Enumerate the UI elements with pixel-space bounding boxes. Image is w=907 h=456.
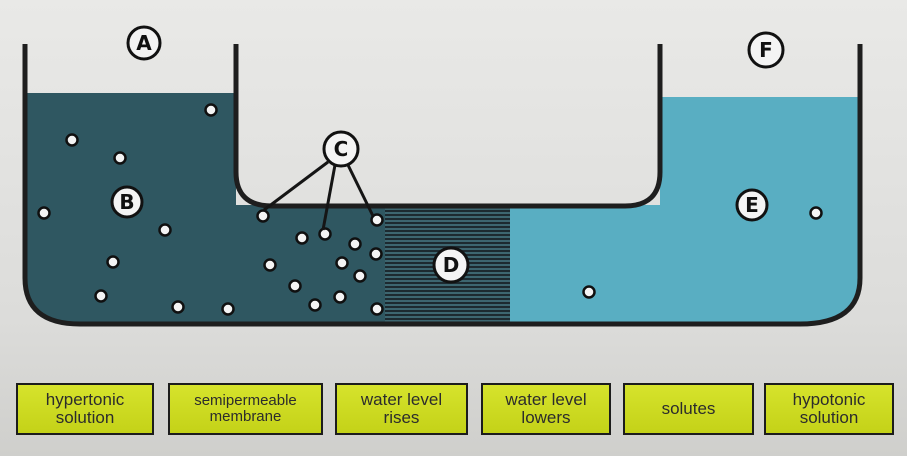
solute-particle — [158, 223, 172, 237]
solute-particle — [348, 237, 362, 251]
solute-particle — [256, 209, 270, 223]
solute-particle — [221, 302, 235, 316]
solute-particle — [263, 258, 277, 272]
chip-hypotonic-solution[interactable]: hypotonic solution — [764, 383, 894, 435]
label-a-text: A — [136, 31, 152, 55]
solute-particle — [318, 227, 332, 241]
solute-particle — [171, 300, 185, 314]
solute-particles — [37, 103, 823, 316]
label-b: B — [110, 185, 144, 219]
solute-particle — [37, 206, 51, 220]
label-c-text: C — [334, 137, 349, 161]
label-d: D — [432, 246, 470, 284]
label-f-text: F — [759, 38, 773, 62]
solute-particle — [369, 247, 383, 261]
chip-hypertonic-solution[interactable]: hypertonic solution — [16, 383, 154, 435]
chip-water-level-rises[interactable]: water level rises — [335, 383, 468, 435]
chip-water-level-lowers[interactable]: water level lowers — [481, 383, 611, 435]
solute-particle — [335, 256, 349, 270]
label-b-text: B — [119, 190, 134, 214]
label-e-text: E — [745, 193, 759, 217]
label-c: C — [322, 130, 360, 168]
solute-particle — [65, 133, 79, 147]
solute-particle — [370, 302, 384, 316]
chip-semipermeable-membrane[interactable]: semipermeable membrane — [168, 383, 323, 435]
label-a: A — [126, 25, 162, 61]
chip-solutes[interactable]: solutes — [623, 383, 754, 435]
solute-particle — [370, 213, 384, 227]
solute-particle — [113, 151, 127, 165]
solute-particle — [308, 298, 322, 312]
center-divider — [233, 44, 663, 209]
tank-outline — [22, 44, 863, 327]
solute-particle — [295, 231, 309, 245]
osmosis-diagram: A B C D E F — [22, 25, 863, 327]
solute-particle — [333, 290, 347, 304]
solute-particle — [288, 279, 302, 293]
hypotonic-liquid-bottom — [505, 205, 860, 324]
solute-particle — [809, 206, 823, 220]
callout-lines — [263, 160, 375, 231]
label-e: E — [735, 188, 769, 222]
solute-particle — [582, 285, 596, 299]
solute-particle — [204, 103, 218, 117]
solute-particle — [106, 255, 120, 269]
hypertonic-liquid-bottom — [25, 205, 390, 324]
label-d-text: D — [443, 253, 460, 277]
label-f: F — [747, 31, 785, 69]
solute-particle — [94, 289, 108, 303]
solute-particle — [353, 269, 367, 283]
